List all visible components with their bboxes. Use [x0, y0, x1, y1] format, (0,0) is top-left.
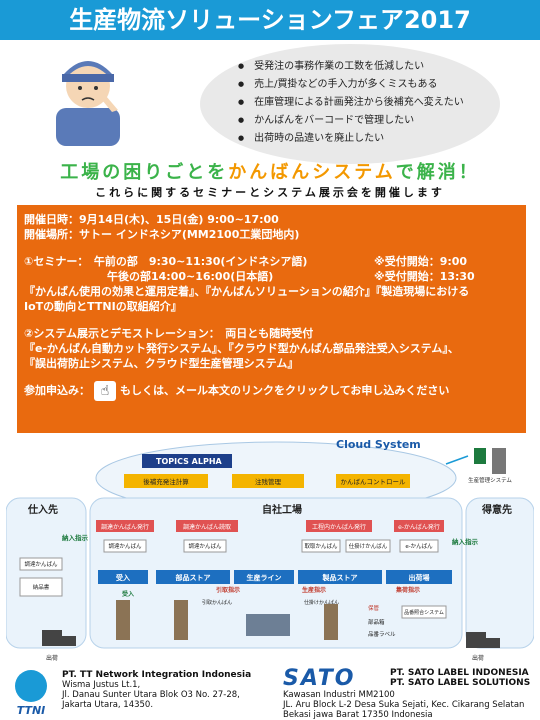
sato-address-2: JL. Aru Block L-2 Desa Suka Sejati, Kec.…	[283, 700, 525, 710]
sato-logo: SATO	[283, 666, 356, 691]
shelf-icon	[324, 604, 338, 640]
shelf-icon	[116, 600, 130, 640]
supplier-kanban: 調達かんばん	[24, 560, 58, 568]
stage-receive: 受入	[116, 573, 130, 582]
zone-customer: 得意先	[481, 503, 512, 516]
flow-issue-procure: 調達かんばん発行	[101, 523, 149, 531]
stage-shipping: 出荷場	[409, 573, 430, 582]
truck-icon	[466, 632, 500, 648]
instruction-out: 納入指示	[452, 537, 479, 546]
page-title: 生産物流ソリューションフェア2017	[0, 0, 540, 40]
stage-production-line: 生産ライン	[247, 573, 282, 582]
ttni-logo: TTNI	[15, 670, 47, 716]
label-parts: 部品箱	[368, 618, 385, 626]
label-ship1: 出荷	[46, 654, 58, 662]
seminar-topics: 『かんばん使用の効果と運用定着』、『かんばんソリューションの紹介』『製造現場にお…	[24, 285, 470, 298]
headline-part1: 工場の困りごとを	[60, 162, 229, 183]
machine-icon	[246, 614, 290, 636]
label-prod-instr: 生産指示	[302, 586, 326, 594]
shelf-icon	[174, 600, 188, 640]
sato-name-1: PT. SATO LABEL INDONESIA	[390, 668, 529, 678]
apply-text: もしくは、メール本文のリンクをクリックしてお申し込みください	[120, 384, 450, 397]
worried-worker-illustration	[56, 61, 120, 146]
instruction-in: 納入指示	[62, 533, 89, 542]
subheadline: これらに関するセミナーとシステム展示会を開催します	[95, 186, 445, 199]
server-icon	[492, 448, 506, 474]
sato-names: PT. SATO LABEL INDONESIA PT. SATO LABEL …	[390, 668, 530, 688]
label-receive: 受入	[122, 590, 134, 598]
seminar-afternoon-time: 午後の部14:00~16:00(日本語)	[107, 270, 274, 283]
cloud-box-2: 注残管理	[255, 477, 282, 486]
list-item: 売上/買掛などの手入力が多くミスもある	[238, 76, 498, 94]
seminar-morning-note: ※受付開始：9:00	[374, 255, 468, 268]
system-diagram: Cloud System TOPICS ALPHA 後補充発注計算 注残管理 か…	[6, 438, 534, 662]
event-info-box: 開催日時：9月14日(木)、15日(金) 9:00~17:00 開催場所：サトー…	[17, 205, 526, 433]
event-venue: 開催場所：サトー インドネシア(MM2100工業団地内)	[24, 228, 300, 241]
delivery-note: 納品書	[33, 583, 50, 591]
label-pickup: 引取指示	[216, 586, 240, 594]
sato-address-3: Bekasi jawa Barat 17350 Indonesia	[283, 710, 433, 720]
label-keep: 保管	[368, 604, 380, 612]
apply-label: 参加申込み：	[24, 384, 90, 397]
list-item: 在庫管理による計画発注から後補充へ変えたい	[238, 94, 498, 112]
zone-factory: 自社工場	[262, 503, 302, 516]
seminar-topics-2: IoTの動向とTTNIの取組紹介』	[24, 300, 182, 313]
list-item: かんばんをバーコードで管理したい	[238, 112, 498, 130]
kanban-card-3: 取取かんばん	[304, 542, 338, 550]
kanban-card-2: 調達かんばん	[188, 542, 222, 550]
label-ship2: 出荷	[472, 654, 484, 662]
demo-heading: ②システム展示とデモストレーション： 両日とも随時受付	[24, 327, 314, 340]
kanban-card-5: e-かんばん	[405, 542, 433, 550]
flow-read-procure: 調達かんばん読取	[183, 523, 231, 531]
list-item: 出荷時の品違いを廃止したい	[238, 130, 498, 148]
zone-supplier: 仕入先	[27, 503, 58, 516]
event-date: 開催日時：9月14日(木)、15日(金) 9:00~17:00	[24, 213, 279, 226]
label-collect: 集荷指示	[395, 586, 420, 594]
topics-alpha-logo: TOPICS ALPHA	[156, 457, 223, 466]
seminar-afternoon-note: ※受付開始：13:30	[374, 270, 475, 283]
flow-issue-ekanban: e-かんばん発行	[398, 523, 440, 531]
ttni-address-2: Jl. Danau Sunter Utara Blok O3 No. 27-28…	[62, 690, 240, 700]
headline: 工場の困りごとをかんばんシステムで解消！	[0, 158, 540, 184]
ttni-name: PT. TT Network Integration Indonesia	[62, 670, 252, 680]
cloud-box-3: かんばんコントロール	[341, 477, 407, 486]
footer: TTNI PT. TT Network Integration Indonesi…	[0, 666, 540, 720]
concern-list: 受発注の事務作業の工数を低減したい 売上/買掛などの手入力が多くミスもある 在庫…	[238, 58, 498, 148]
label-loc1: 引取かんばん	[202, 599, 232, 606]
kanban-card-1: 調達かんばん	[108, 542, 142, 550]
ttni-info: PT. TT Network Integration Indonesia Wis…	[62, 670, 251, 710]
cloud-box-1: 後補充発注計算	[143, 477, 189, 486]
seminar-morning: ①セミナー： 午前の部 9:30~11:30(インドネシア語) ※受付開始：9:0…	[24, 254, 520, 269]
excel-icon	[474, 448, 486, 464]
ttni-address-3: Jakarta Utara, 14350.	[62, 700, 154, 710]
sato-address: Kawasan Industri MM2100 JL. Aru Block L-…	[283, 690, 524, 720]
headline-part3: で解消！	[395, 162, 480, 183]
label-label: 品番ラベル	[368, 631, 396, 638]
headline-emphasis: かんばんシステム	[228, 162, 396, 183]
apply-row: 参加申込み： ☝ もしくは、メール本文のリンクをクリックしてお申し込みください	[24, 381, 520, 401]
stage-parts-store: 部品ストア	[176, 573, 211, 582]
kanban-card-4: 仕掛けかんばん	[349, 542, 388, 550]
pointing-hand-icon[interactable]: ☝	[94, 381, 116, 401]
server-label: 生産管理システム	[468, 476, 512, 484]
demo-items-2: 『誤出荷防止システム、クラウド型生産管理システム』	[24, 357, 299, 370]
cloud-title: Cloud System	[336, 438, 421, 451]
sato-name-2: PT. SATO LABEL SOLUTIONS	[390, 678, 531, 688]
svg-text:TTNI: TTNI	[17, 704, 46, 716]
seminar-afternoon: 午後の部14:00~16:00(日本語) ※受付開始：13:30	[24, 269, 520, 284]
demo-items: 『e-かんばん自動カット発行システム』、『クラウド型かんばん部品発注受入システム…	[24, 342, 459, 355]
truck-icon	[42, 630, 76, 646]
seminar-morning-time: ①セミナー： 午前の部 9:30~11:30(インドネシア語)	[24, 255, 308, 268]
ttni-address-1: Wisma Justus Lt.1,	[62, 680, 141, 690]
sato-address-1: Kawasan Industri MM2100	[283, 690, 395, 700]
label-loc2: 仕掛けかんばん	[304, 599, 339, 606]
stage-product-store: 製品ストア	[322, 573, 358, 582]
flow-issue-inprocess: 工程内かんばん発行	[312, 523, 366, 531]
parts-system: 品番照合システム	[404, 609, 444, 616]
list-item: 受発注の事務作業の工数を低減したい	[238, 58, 498, 76]
